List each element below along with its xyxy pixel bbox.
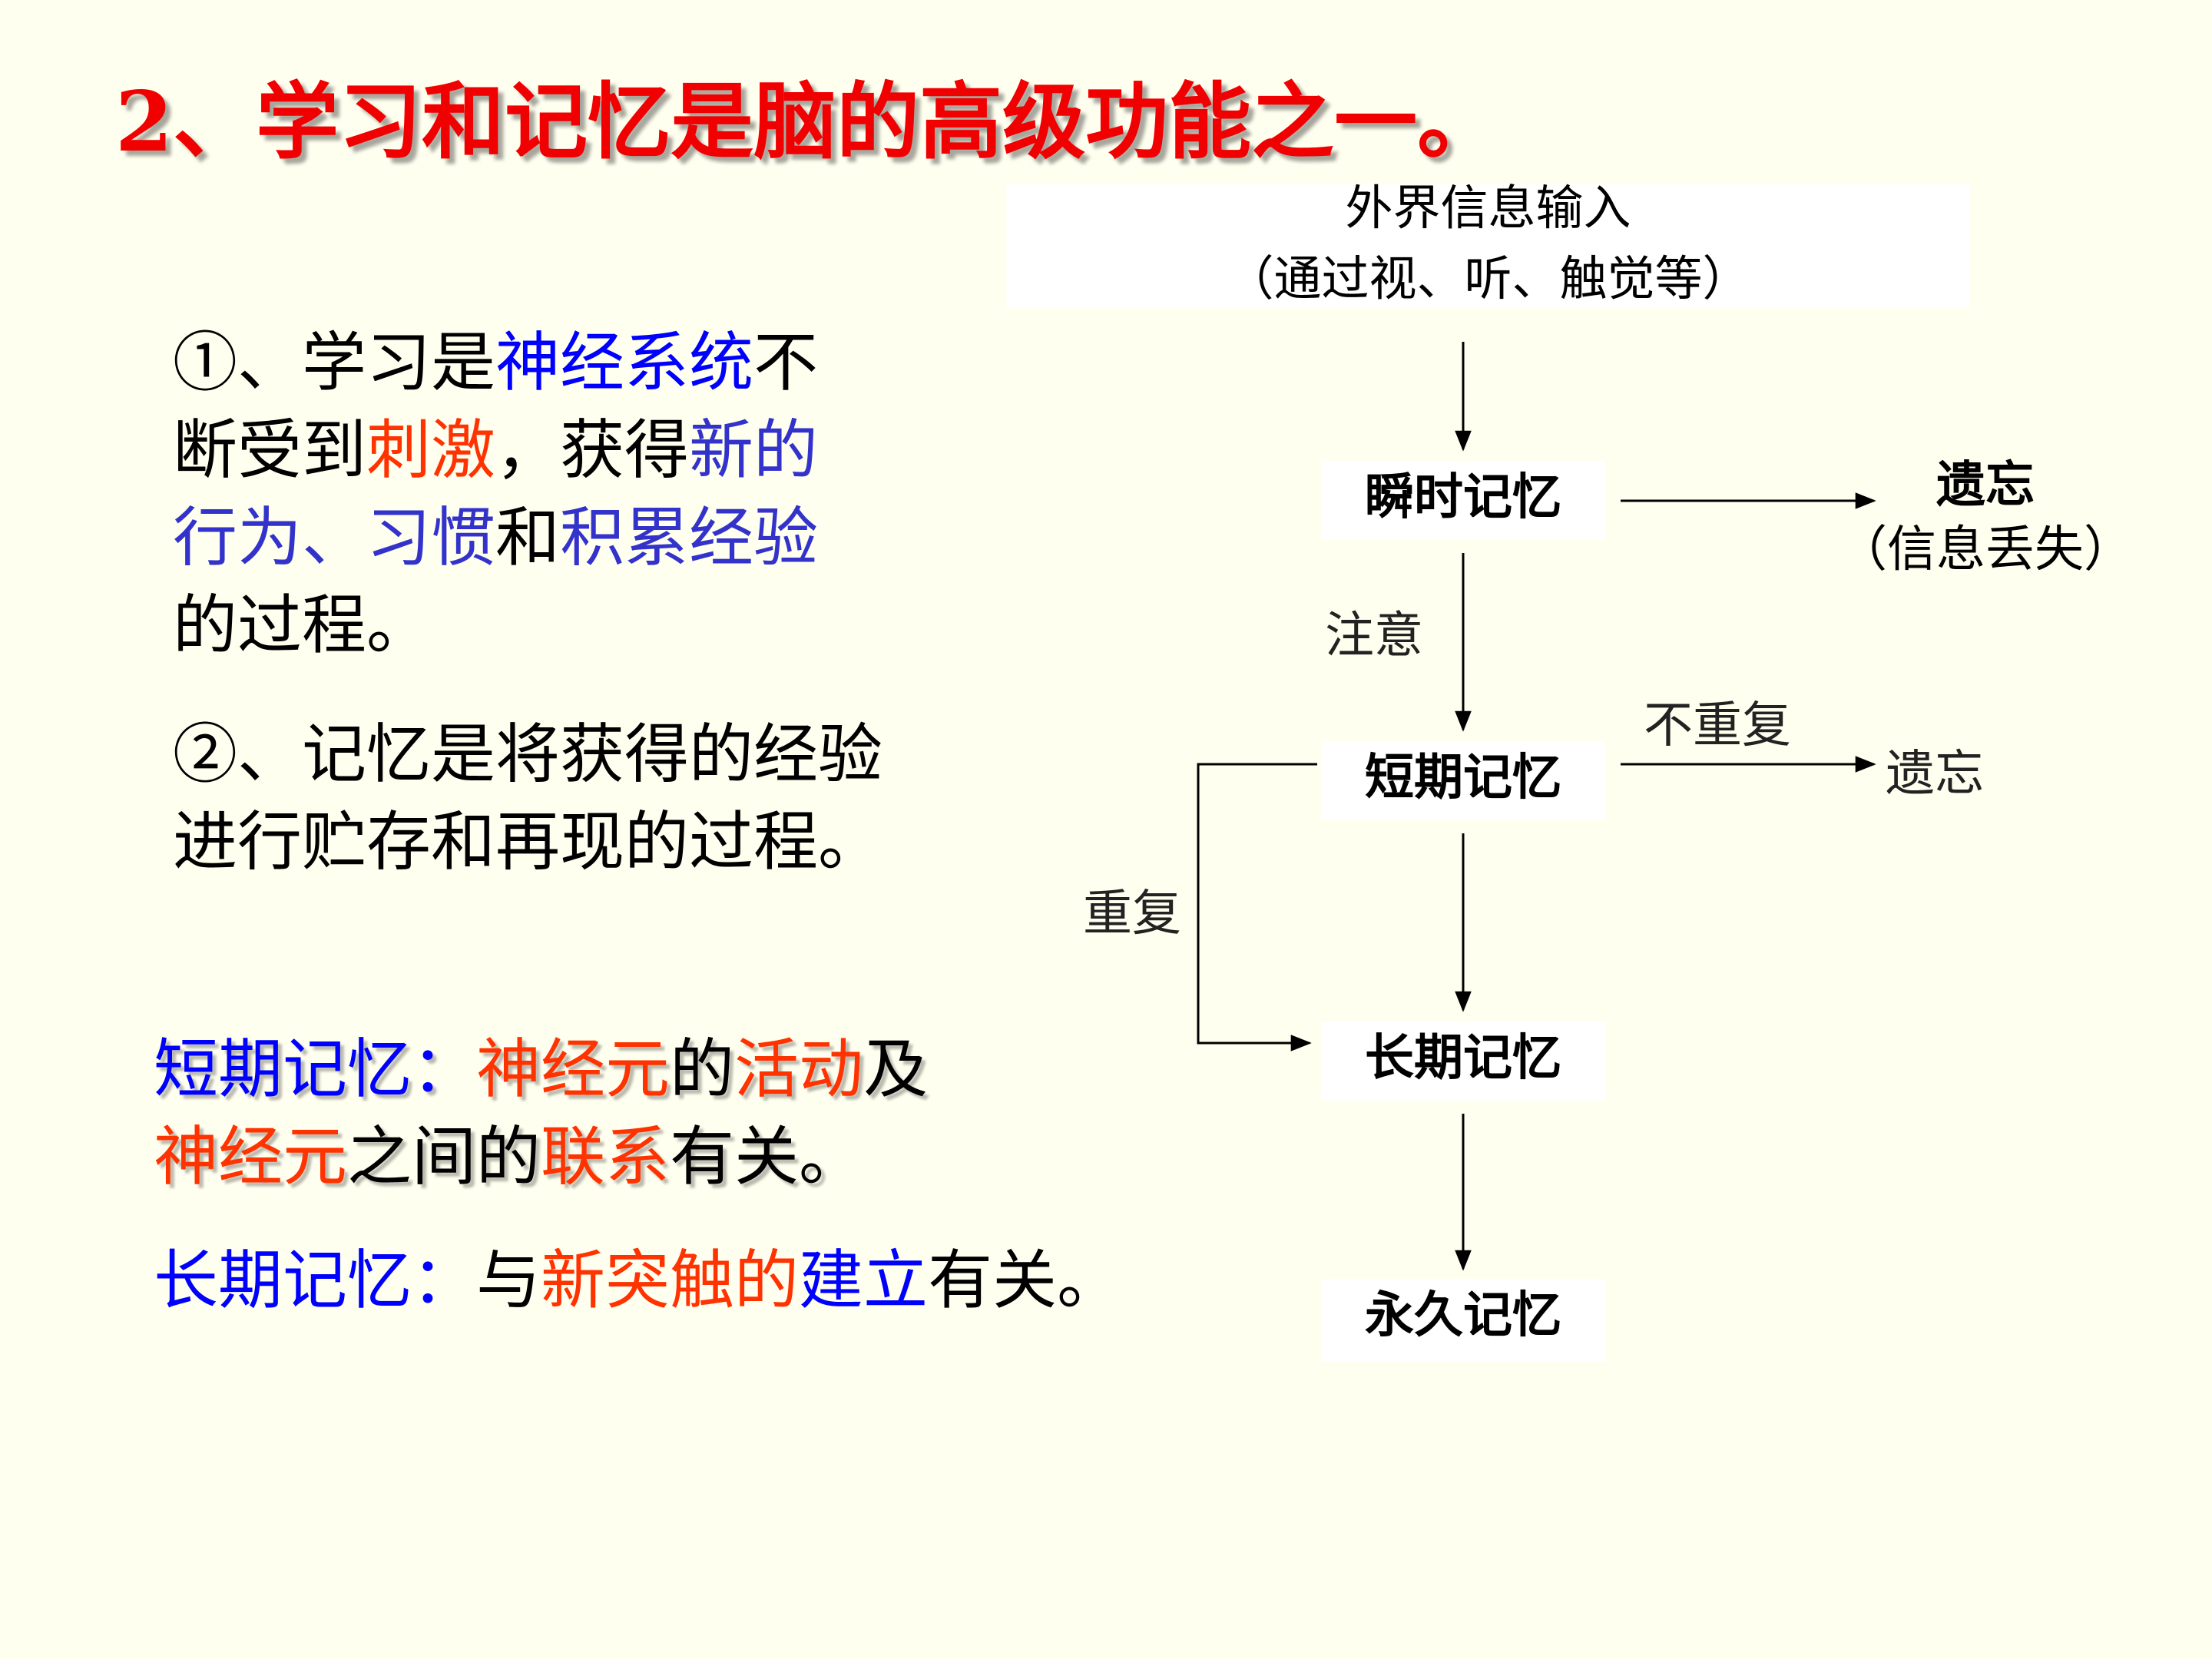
learning-definition: ①、学习是神经系统不 断受到刺激，获得新的 行为、习惯和积累经验 的过程。 [173,319,818,669]
input-subtitle: （通过视、听、触觉等） [1226,250,1750,306]
edge-label-attention: 注意 [1325,608,1423,664]
long-term-label: 长期记忆： [154,1243,477,1318]
text-segment: 的 [670,1031,735,1107]
short-term-note: 短期记忆：神经元的活动及 神经元之间的联系有关。 [154,1025,928,1200]
highlight-establish: 建立 [799,1243,929,1318]
highlight-connection: 联系 [541,1119,671,1194]
text-segment: 不 [753,325,819,400]
long-term-note: 长期记忆：与新突触的建立有关。 [154,1237,1121,1324]
arrow-repeat-loop [1197,763,1317,1051]
text-segment: 及 [863,1031,929,1107]
node-short-term-memory: 短期记忆 [1321,741,1605,820]
edge-label-no-repeat: 不重复 [1644,697,1791,754]
highlight-new-synapse: 新突触的 [541,1243,800,1318]
forget-title: 遗忘 [1936,456,2035,514]
text-segment: 有关。 [670,1119,864,1194]
text-segment: ①、学习是 [173,325,496,400]
node-forget-info-loss: 遗忘 （信息丢失） [1832,453,2139,582]
text-segment: 之间的 [347,1119,541,1194]
memory-line-2: 进行贮存和再现的过程。 [173,804,883,879]
text-segment: ，获得 [495,412,690,488]
text-segment: 与 [476,1243,541,1318]
highlight-nervous-system: 神经系统 [495,325,754,400]
highlight-activity: 活动 [734,1031,864,1107]
node-instant-memory: 瞬时记忆 [1321,461,1605,540]
learning-line-3: 行为、习惯和积累经验 [173,494,818,581]
short-term-line-2: 神经元之间的联系有关。 [154,1113,928,1200]
highlight-new: 新的 [689,412,819,488]
highlight-experience: 积累经验 [560,500,819,575]
memory-line-1: ②、记忆是将获得的经验 [173,717,883,792]
highlight-stimulus: 刺激 [366,412,496,488]
highlight-neuron: 神经元 [476,1031,671,1107]
text-segment: 有关。 [928,1243,1122,1318]
short-term-label: 短期记忆： [154,1031,477,1107]
input-node: 外界信息输入 （通过视、听、触觉等） [1006,173,1970,314]
forget-subtitle: （信息丢失） [1838,522,2133,578]
memory-definition: ②、记忆是将获得的经验 进行贮存和再现的过程。 [173,710,882,886]
text-segment: 和 [495,500,561,575]
node-forget: 遗忘 [1886,746,1984,803]
node-permanent-memory: 永久记忆 [1321,1279,1605,1362]
node-long-term-memory: 长期记忆 [1321,1022,1605,1101]
text-segment: 断受到 [173,412,367,488]
highlight-neuron: 神经元 [154,1119,348,1194]
short-term-line-1: 短期记忆：神经元的活动及 [154,1025,928,1113]
highlight-behavior: 行为、习惯 [173,500,496,575]
input-title: 外界信息输入 [1345,180,1631,236]
learning-line-2: 断受到刺激，获得新的 [173,406,818,494]
learning-line-1: ①、学习是神经系统不 [173,319,818,406]
edge-label-repeat: 重复 [1083,886,1181,942]
page-title: 2、学习和记忆是脑的高级功能之一。 [115,74,1501,171]
long-term-line: 长期记忆：与新突触的建立有关。 [154,1237,1121,1324]
learning-line-4: 的过程。 [173,588,432,663]
input-box [1006,184,1970,307]
